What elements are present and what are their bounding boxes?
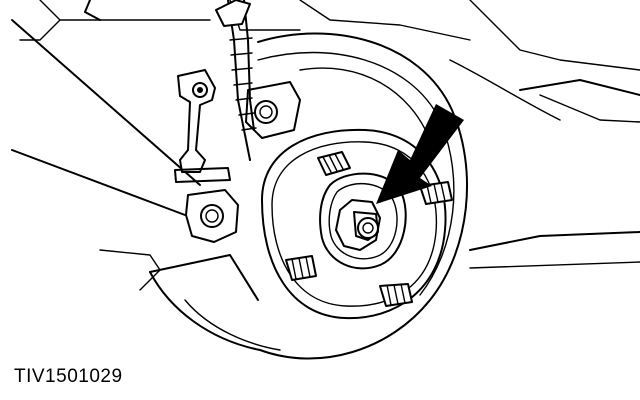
brake-shield — [149, 32, 469, 360]
wheel-stud — [317, 151, 351, 176]
wheel-stud — [419, 181, 453, 205]
hub-nut — [335, 199, 381, 251]
wheel-stud — [285, 255, 317, 281]
figure-code: TIV1501029 — [14, 366, 123, 387]
stabilizer-link — [174, 69, 301, 243]
brake-hose — [215, 0, 257, 161]
wheel-stud — [379, 283, 413, 307]
wheel-studs — [285, 151, 453, 307]
pointer-arrow — [376, 104, 464, 204]
